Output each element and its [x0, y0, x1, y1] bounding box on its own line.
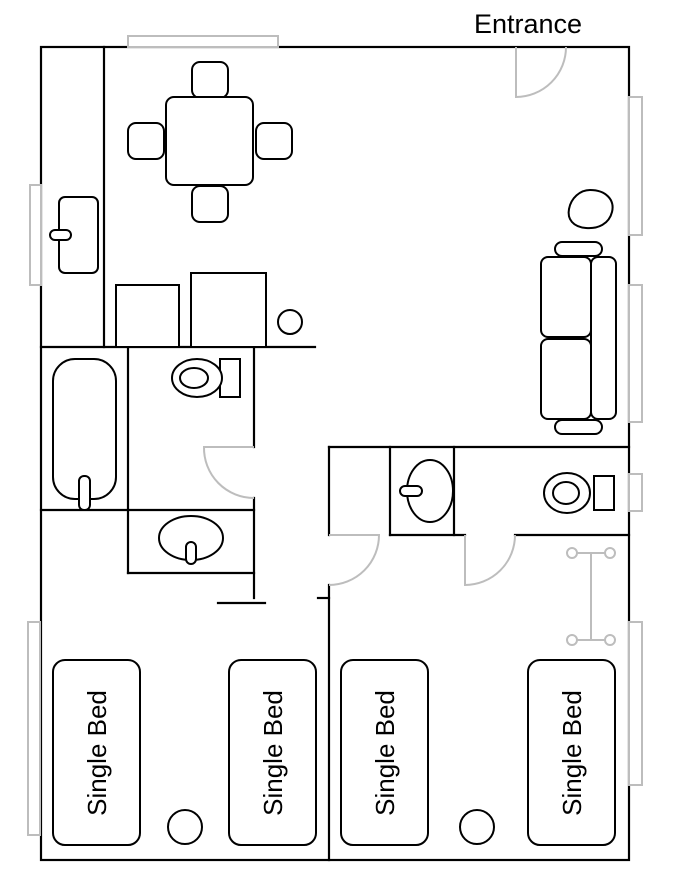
sink-icon [399, 459, 454, 523]
outer-wall [39, 45, 631, 862]
window-left-upper [29, 184, 42, 286]
bed-label-3: Single Bed [370, 690, 400, 816]
window-right-4 [628, 621, 643, 786]
door-bedroom-right-icon[interactable] [328, 534, 381, 586]
door-shower-room-icon[interactable] [464, 534, 516, 587]
single-bed-3: Single Bed [340, 659, 429, 846]
stool-icon [277, 309, 303, 335]
single-bed-2: Single Bed [228, 659, 317, 846]
counter-cabinet [115, 284, 180, 348]
bathtub-icon [52, 358, 117, 511]
interior-walls [39, 45, 631, 862]
sink-icon [49, 196, 99, 274]
door-wc-icon[interactable] [202, 446, 255, 499]
window-left-lower [27, 621, 41, 836]
bed-label-4: Single Bed [557, 690, 587, 816]
entrance-label: Entrance [474, 9, 582, 39]
single-bed-4: Single Bed [527, 659, 616, 846]
bed-label-1: Single Bed [82, 690, 112, 816]
table-icon [127, 61, 293, 223]
window-top [127, 35, 279, 48]
window-right-3 [628, 473, 643, 512]
bedside-stool-icon [459, 809, 495, 845]
bedside-stool-icon [167, 809, 203, 845]
counter-appliance [190, 272, 267, 348]
coat-rack-icon [566, 547, 616, 646]
bed-label-2: Single Bed [258, 690, 288, 816]
toilet-icon [543, 472, 615, 514]
armchair-icon [567, 188, 614, 230]
toilet-icon [171, 358, 241, 398]
window-right-1 [628, 96, 643, 236]
door-entrance-icon[interactable] [515, 46, 567, 99]
window-right-2 [628, 284, 643, 423]
single-bed-1: Single Bed [52, 659, 141, 846]
sink-icon [158, 515, 224, 565]
sofa-icon [540, 241, 617, 435]
